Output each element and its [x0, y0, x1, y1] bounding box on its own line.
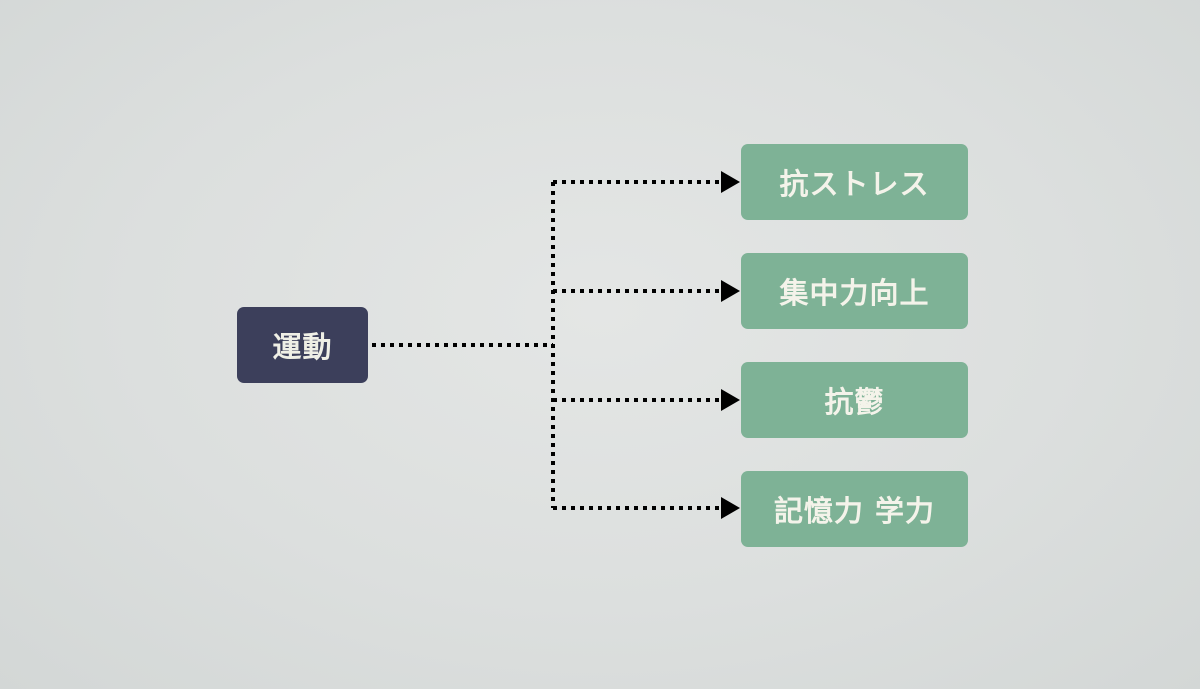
root-node: 運動 — [237, 307, 368, 383]
root-label: 運動 — [272, 330, 333, 364]
child-node-stress: 抗ストレス — [741, 144, 968, 220]
child-node-antidepressant: 抗鬱 — [741, 362, 968, 438]
child-node-concentration: 集中力向上 — [741, 253, 968, 329]
child-node-memory: 記憶力 学力 — [741, 471, 968, 547]
arrowhead-2 — [721, 280, 740, 302]
arrowhead-4 — [721, 497, 740, 519]
arrowhead-1 — [721, 171, 740, 193]
child-label: 集中力向上 — [779, 276, 930, 310]
child-label: 抗鬱 — [824, 385, 885, 419]
child-label: 抗ストレス — [779, 167, 930, 201]
child-label: 記憶力 学力 — [773, 494, 936, 528]
arrowhead-3 — [721, 389, 740, 411]
